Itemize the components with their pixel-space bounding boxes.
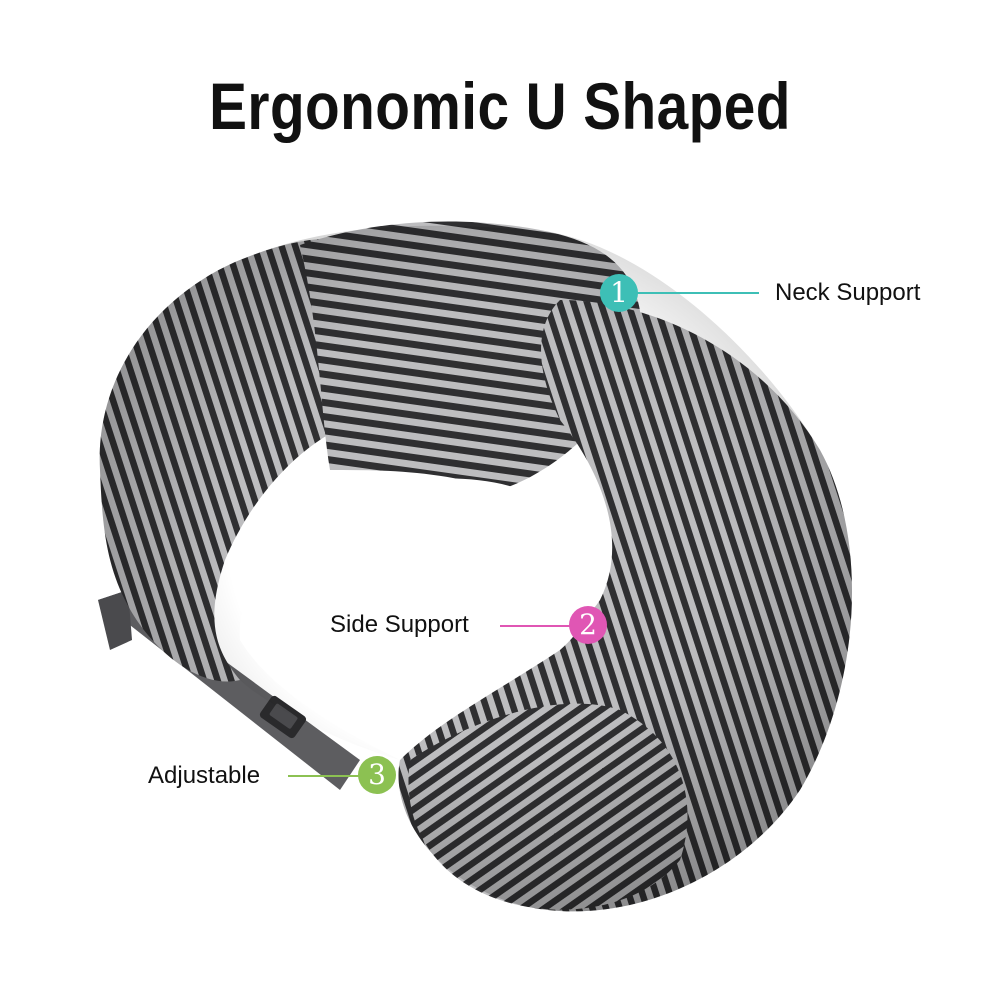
buckle-icon [259,695,307,739]
neck-support-leader [635,292,759,294]
adjustable-label: Adjustable [148,762,261,789]
marker-3-icon: 3 [358,756,396,794]
side-support-leader [500,625,575,627]
marker-2-icon: 2 [569,606,607,644]
side-support-label: Side Support [330,611,469,638]
adjustable-leader [288,775,366,777]
pillow-opening [239,478,598,760]
marker-1-icon: 1 [600,274,638,312]
page-title: Ergonomic U Shaped [209,69,791,143]
neck-support-label: Neck Support [775,279,921,306]
